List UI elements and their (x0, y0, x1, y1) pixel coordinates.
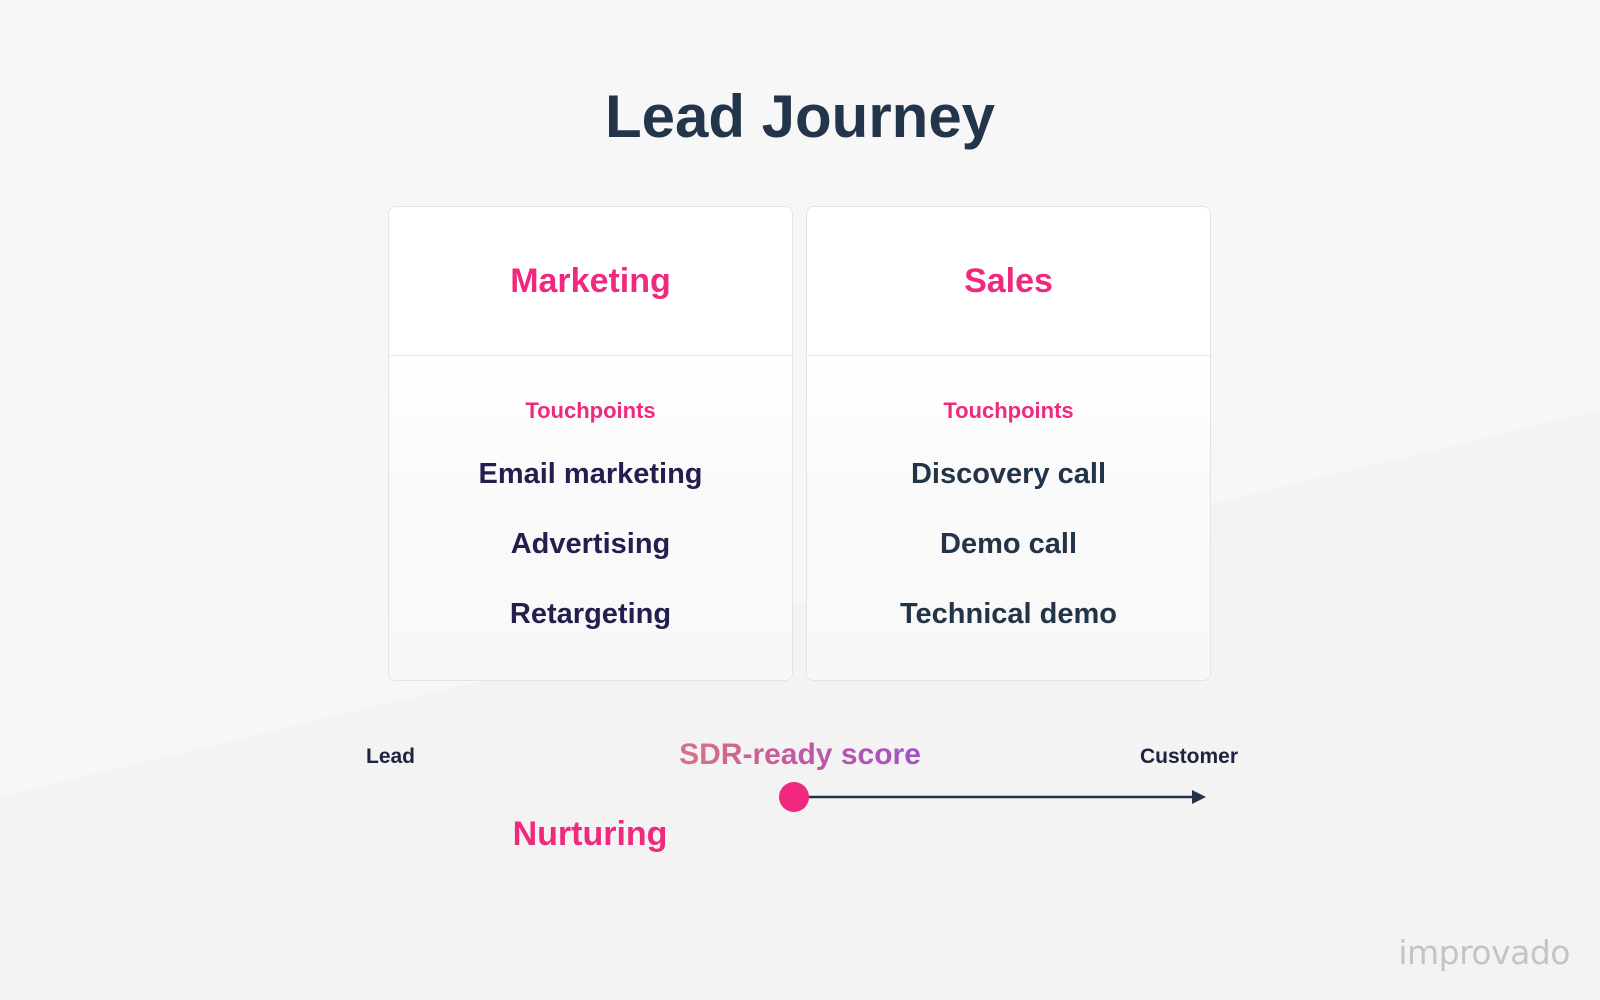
touchpoint-item: Advertising (510, 528, 671, 560)
milestone-label: SDR-ready score (600, 738, 1000, 772)
touchpoint-item: Technical demo (899, 598, 1118, 630)
touchpoint-item: Email marketing (478, 458, 703, 490)
touchpoint-item: Retargeting (509, 598, 672, 630)
sales-card-header: Sales (807, 207, 1210, 356)
touchpoints-label: Touchpoints (943, 398, 1074, 423)
marketing-heading: Marketing (510, 261, 671, 300)
marketing-card: Marketing Touchpoints Email marketing Ad… (388, 206, 793, 681)
marketing-card-header: Marketing (389, 207, 792, 356)
sales-card: Sales Touchpoints Discovery call Demo ca… (806, 206, 1211, 681)
sales-touchpoints: Touchpoints Discovery call Demo call Tec… (807, 356, 1210, 680)
improvado-logo: improvado (1398, 933, 1570, 972)
stage-label: Nurturing (512, 815, 668, 853)
page-title: Lead Journey (604, 83, 996, 150)
sales-heading: Sales (964, 261, 1053, 300)
timeline-start-label: Lead (366, 745, 416, 768)
touchpoint-item: Demo call (940, 528, 1077, 560)
touchpoints-label: Touchpoints (525, 398, 656, 423)
touchpoint-item: Discovery call (910, 458, 1107, 490)
timeline-end-label: Customer (1140, 745, 1239, 768)
marketing-touchpoints: Touchpoints Email marketing Advertising … (389, 356, 792, 680)
